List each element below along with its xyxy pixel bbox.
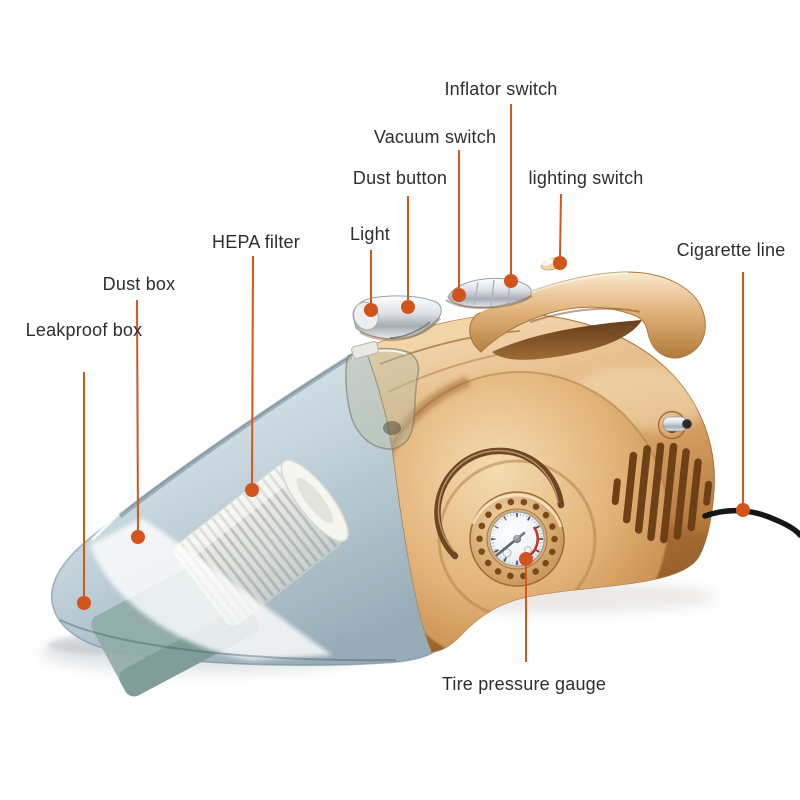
anchor-dot-hepa-filter [245,483,259,497]
gauge-glass-highlight [490,515,528,543]
anchor-dot-dust-button [401,300,415,314]
anchor-dot-tire-pressure-gauge [519,552,533,566]
label-cigarette-line: Cigarette line [676,240,786,260]
anchor-dot-vacuum-switch [452,288,466,302]
anchor-dot-inflator-switch [504,274,518,288]
label-hepa-filter: HEPA filter [212,232,300,252]
latch-clip [345,341,420,450]
dust-box-part [50,346,435,697]
power-cord [702,507,800,538]
air-valve-connector [657,410,693,440]
label-lighting-switch: lighting switch [528,168,644,188]
callout-lines [83,104,744,662]
exhaust-grille [611,442,713,544]
gauge-hole-ring [476,498,558,580]
label-inflator-switch: Inflator switch [444,79,558,99]
leader-line-hepa-filter [251,255,254,484]
gauge-red-arc [528,526,539,558]
anchor-dot-lighting-switch [553,256,567,270]
leader-line-lighting-switch [559,193,562,257]
label-dust-button: Dust button [352,168,448,188]
anchor-dot-dust-box [131,530,145,544]
anchor-dot-cigarette-line [736,503,750,517]
leader-line-dust-box [136,299,139,531]
anchor-dot-light [364,303,378,317]
callout-dots [77,256,750,610]
label-vacuum-switch: Vacuum switch [373,127,497,147]
dust-box-highlight [90,518,332,660]
anchor-dot-leakproof-box [77,596,91,610]
pressure-gauge-part [469,491,565,587]
label-dust-box: Dust box [102,274,176,294]
label-leakproof-box: Leakproof box [25,320,143,340]
handle-gap-shadow [492,320,642,360]
gauge-hub [512,534,522,544]
label-tire-pressure-gauge: Tire pressure gauge [441,674,607,694]
label-light: Light [349,224,391,244]
